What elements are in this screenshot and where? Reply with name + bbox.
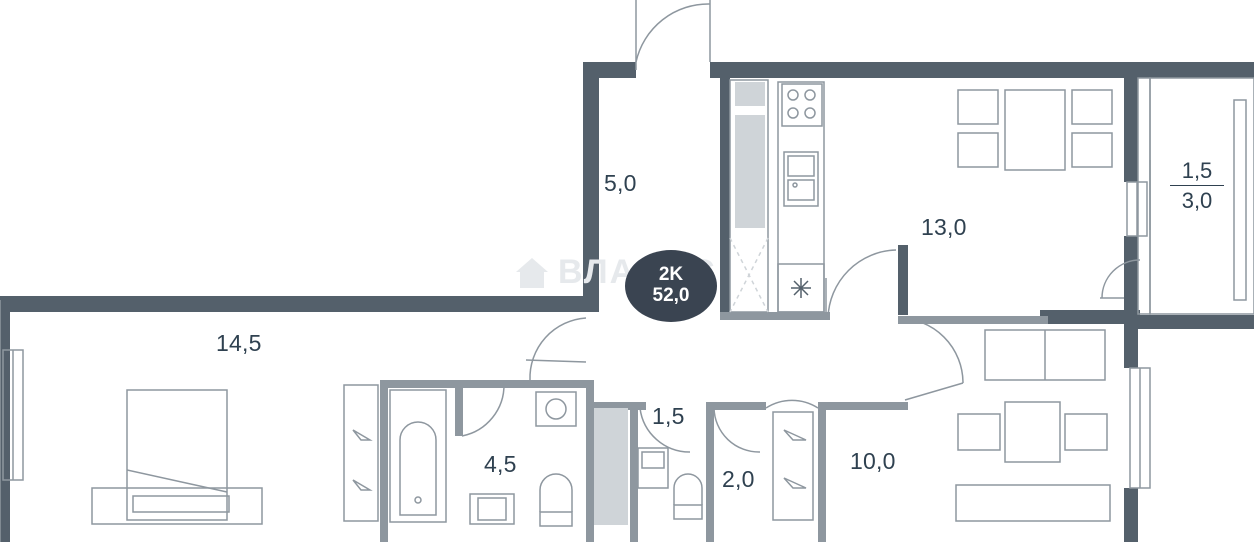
apartment-badge: 2K 52,0 — [625, 250, 717, 322]
bath-fixtures — [389, 389, 703, 527]
bedroom-furniture — [91, 384, 379, 525]
room-area-toilet: 1,5 — [652, 403, 685, 429]
walls — [0, 62, 1254, 542]
total-area: 52,0 — [652, 285, 690, 306]
apartment-type: 2K — [658, 264, 684, 285]
balcony-area: 1,5 3,0 — [1170, 160, 1224, 212]
kitchen-furniture — [729, 79, 825, 313]
balcony-area-full: 3,0 — [1181, 188, 1213, 213]
room-area-bedroom: 14,5 — [216, 330, 262, 356]
doors — [461, 0, 1141, 453]
dining-table — [957, 89, 1113, 171]
living-furniture — [772, 329, 1111, 522]
room-area-closet: 2,0 — [722, 466, 755, 492]
room-area-hall: 5,0 — [604, 170, 637, 196]
room-area-kitchen: 13,0 — [921, 214, 967, 240]
room-area-bathroom: 4,5 — [484, 451, 517, 477]
room-area-living: 10,0 — [850, 448, 896, 474]
thin-lines — [0, 77, 1254, 542]
house-logo-icon — [516, 258, 548, 288]
wall-caps — [40, 296, 44, 312]
balcony-area-reduced: 1,5 — [1170, 160, 1224, 186]
interior-walls — [380, 78, 1048, 542]
